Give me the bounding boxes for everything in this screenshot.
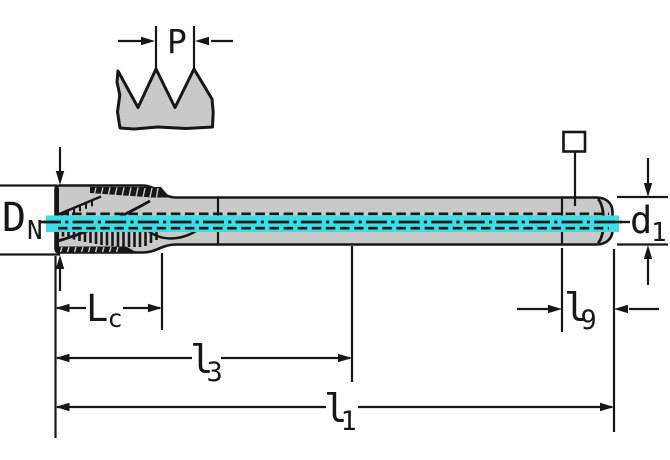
l9-arrowhead-left [548, 304, 562, 314]
l3-label: l 3 [190, 338, 223, 388]
d1-arrowhead-bottom [643, 245, 653, 259]
lc-arrowhead-left [55, 303, 70, 313]
l1-arrowhead-left [55, 402, 70, 412]
thread-profile-detail: P [115, 22, 233, 131]
pitch-arrowhead-left [141, 36, 155, 46]
dimension-thread-length: l 3 [55, 338, 352, 388]
dimension-shank-diameter: d 1 [614, 158, 668, 285]
flute-section [56, 187, 206, 253]
flute-crest-band-top-slits [93, 187, 159, 198]
lc-arrowhead-right [148, 303, 162, 313]
l1-arrowhead-right [600, 402, 614, 412]
lc-label: L c [86, 287, 123, 333]
thread-teeth-comb [61, 231, 158, 247]
square-drive-symbol [562, 130, 587, 153]
dimension-nominal-diameter: D N [0, 147, 65, 291]
l3-arrowhead-right [338, 353, 352, 363]
dn-arrowhead-top [55, 171, 65, 185]
dn-label: D N [2, 195, 43, 246]
flute-crest-band-bottom-slits [59, 246, 119, 253]
thread-profile-shape [115, 67, 215, 131]
l9-arrowhead-right [614, 304, 628, 314]
dimension-chamfer-length: L c [55, 287, 162, 333]
d1-label: d 1 [630, 199, 667, 248]
pitch-arrowhead-right [195, 36, 209, 46]
dn-arrowhead-bottom [55, 255, 65, 269]
d1-arrowhead-top [643, 183, 653, 197]
l3-arrowhead-left [55, 353, 70, 363]
l1-label: l 1 [324, 387, 357, 437]
l9-label: l 9 [564, 286, 597, 336]
dimension-square-length: l 9 [517, 286, 659, 336]
pitch-label: P [167, 22, 187, 61]
dimension-overall-length: l 1 [55, 387, 614, 437]
